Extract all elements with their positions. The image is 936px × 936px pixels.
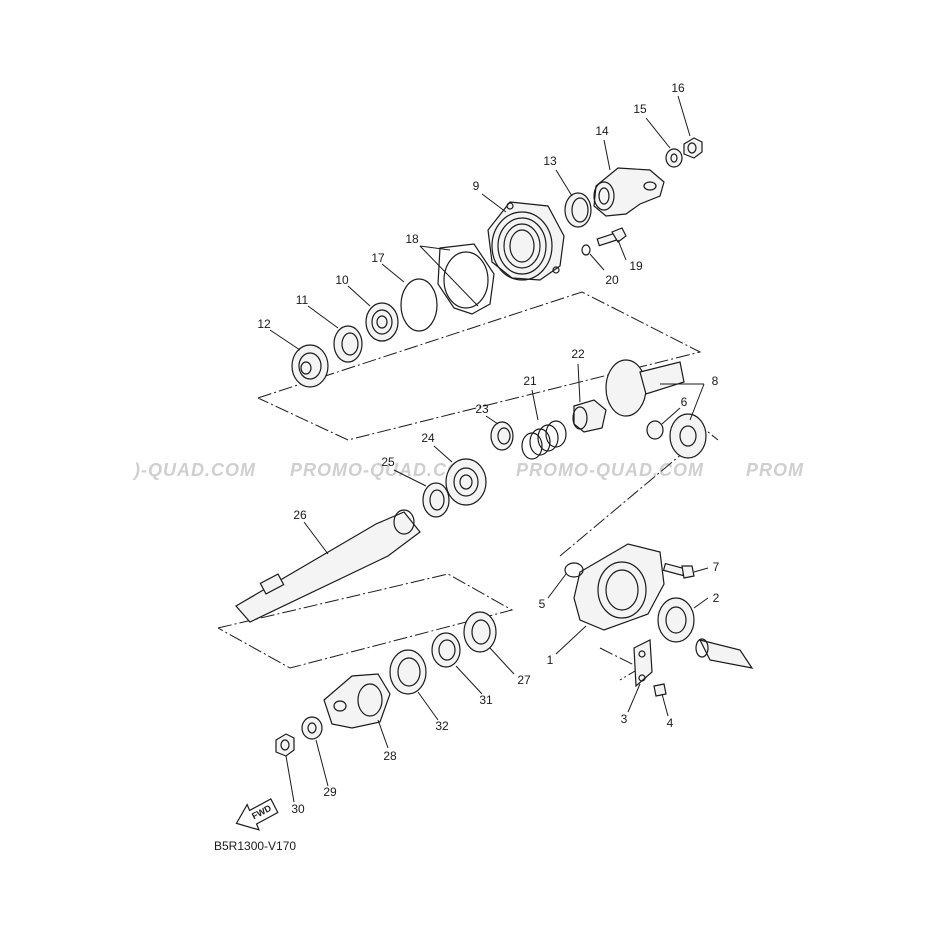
watermark-right: PROM: [746, 460, 804, 480]
part-16-nut: [683, 137, 703, 159]
part-17-o-ring: [400, 278, 438, 332]
callout-22: 22: [571, 347, 585, 361]
callout-5: 5: [539, 597, 546, 611]
watermark-left: )-QUAD.COM: [132, 460, 256, 480]
callout-11: 11: [296, 293, 309, 307]
leader-lines: [269, 95, 709, 803]
callout-24: 24: [421, 431, 435, 445]
callout-4: 4: [667, 716, 674, 730]
callout-8: 8: [712, 374, 719, 388]
part-8-gear-set: [605, 359, 707, 459]
callout-32: 32: [435, 719, 449, 733]
part-12-bearing: [291, 344, 329, 388]
callout-numbers: 16 15 14 13 9 18 17 10 11 12 19 20 22 21…: [257, 81, 719, 816]
callout-16: 16: [671, 81, 685, 95]
diagram-code: B5R1300-V170: [214, 839, 296, 853]
part-32-seal: [389, 649, 427, 695]
callout-2: 2: [713, 591, 720, 605]
callout-10: 10: [335, 273, 349, 287]
part-4-screw: [653, 683, 667, 697]
callout-19: 19: [629, 259, 643, 273]
part-29-washer: [301, 716, 323, 740]
part-15-washer: [665, 148, 683, 168]
callout-12: 12: [257, 317, 271, 331]
watermark-mid-1: PROMO-QUAD.COM: [290, 460, 478, 480]
watermark-mid-2: PROMO-QUAD.COM: [516, 460, 704, 480]
part-pinion-shaft: [695, 638, 754, 669]
callout-14: 14: [595, 124, 609, 138]
callout-23: 23: [475, 402, 489, 416]
callout-7: 7: [713, 560, 720, 574]
callout-13: 13: [543, 154, 557, 168]
part-27-bearing: [463, 611, 497, 653]
part-26-drive-shaft: [235, 509, 421, 623]
fwd-label: FWD: [250, 803, 273, 822]
callout-28: 28: [383, 749, 397, 763]
part-21-spring: [521, 420, 567, 460]
part-25-ring: [422, 482, 450, 518]
callout-20: 20: [605, 273, 619, 287]
lower-frame: [217, 573, 514, 669]
part-31-collar: [431, 632, 461, 668]
callout-17: 17: [371, 251, 385, 265]
part-24-bearing: [445, 458, 487, 506]
callout-15: 15: [633, 102, 647, 116]
part-18-gasket: [437, 243, 495, 315]
part-11-collar: [333, 325, 363, 363]
part-30-nut: [275, 733, 295, 757]
part-1-gear-case: [573, 543, 665, 631]
callout-6: 6: [681, 395, 688, 409]
part-23-collar: [490, 421, 514, 451]
callout-21: 21: [523, 374, 537, 388]
middle-frame-a: [559, 431, 719, 557]
part-3-plate: [633, 639, 653, 688]
part-20-washer: [581, 244, 591, 256]
part-19-bolt: [596, 227, 627, 247]
callout-18: 18: [405, 232, 419, 246]
callout-3: 3: [621, 712, 628, 726]
upper-frame: [257, 291, 702, 441]
callout-25: 25: [381, 455, 395, 469]
part-6-spacer: [646, 420, 664, 440]
watermark: )-QUAD.COM PROMO-QUAD.COM PROMO-QUAD.COM…: [132, 460, 804, 480]
callout-29: 29: [323, 785, 337, 799]
callout-9: 9: [473, 179, 480, 193]
fwd-arrow: FWD: [235, 798, 279, 831]
part-28-yoke: [323, 673, 391, 729]
callout-30: 30: [291, 802, 305, 816]
callout-31: 31: [479, 693, 493, 707]
part-22-coupling: [572, 399, 607, 433]
callout-27: 27: [517, 673, 531, 687]
part-13-seal: [564, 192, 592, 228]
part-9-bearing-housing: [487, 201, 565, 281]
part-5-o-ring: [564, 562, 584, 578]
part-10-bearing: [365, 302, 399, 342]
part-7-bolt: [662, 562, 695, 579]
part-2-bearing: [657, 597, 695, 643]
callout-1: 1: [547, 653, 554, 667]
callout-26: 26: [293, 508, 307, 522]
part-14-yoke: [593, 167, 665, 217]
